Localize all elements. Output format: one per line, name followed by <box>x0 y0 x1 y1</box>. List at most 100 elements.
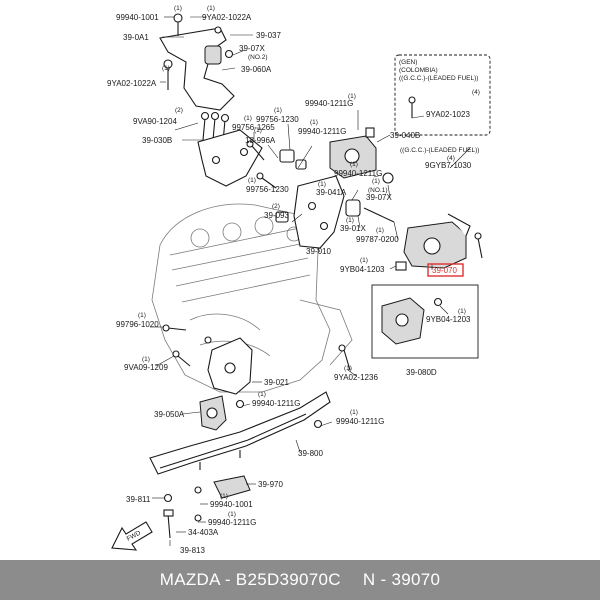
mount-39-970 <box>194 475 251 499</box>
quantity-label: (NO.1) <box>368 187 388 194</box>
label-39-800: 39-800 <box>298 449 323 458</box>
label-99756-1265: 99756-1265 <box>232 123 275 132</box>
quantity-label: (1) <box>318 181 326 188</box>
label-39-030b: 39-030B <box>142 136 172 145</box>
label-39-040b: 39-040B <box>390 131 420 140</box>
quantity-label: (1) <box>372 178 380 185</box>
region-note: (GEN) (COLOMBIA) ((G.C.C.)-(LEADED FUEL)… <box>399 59 478 82</box>
label-39-010: 39-010 <box>306 247 331 256</box>
label-99940-1211g-a: 99940-1211G <box>298 127 346 136</box>
engine-mount-39-021 <box>162 324 253 395</box>
label-9yb04-1203: 9YB04-1203 <box>340 265 385 274</box>
hardware-lower <box>163 493 202 539</box>
engine-mount-39-070 <box>395 213 483 271</box>
label-39-080d: 39-080D <box>406 368 437 377</box>
label-99787-0200: 99787-0200 <box>356 235 399 244</box>
quantity-label: (1) <box>138 312 146 319</box>
label-39-093: 39-093 <box>264 211 289 220</box>
quantity-label: (NO.2) <box>248 54 268 61</box>
quantity-label: (1) <box>274 107 282 114</box>
quantity-label: (1) <box>207 5 215 12</box>
label-99940-1211g-e: 99940-1211G <box>336 417 384 426</box>
label-18-996a: 18-996A <box>245 136 276 145</box>
label-99796-1020: 99796-1020 <box>116 320 159 329</box>
crossmember-39-800 <box>149 391 331 475</box>
label-9ya02-1022a: 9YA02-1022A <box>202 13 252 22</box>
quantity-label: (COLOMBIA) <box>399 67 438 74</box>
quantity-label: (1) <box>248 177 256 184</box>
quantity-label: (1) <box>346 217 354 224</box>
label-39-021: 39-021 <box>264 378 289 387</box>
label-39-970: 39-970 <box>258 480 283 489</box>
label-9yb04-1203-box: 9YB04-1203 <box>426 315 471 324</box>
quantity-label: (1) <box>228 511 236 518</box>
engine-mount-39-050a <box>199 395 245 431</box>
label-39-060a: 39-060A <box>241 65 272 74</box>
quantity-label: ((G.C.C.)-(LEADED FUEL)) <box>400 147 479 154</box>
footer-reference: N - 39070 <box>362 570 441 589</box>
label-99940-1211g-b: 99940-1211G <box>305 99 353 108</box>
bolt-9ya02-1236 <box>338 344 351 371</box>
label-99940-1001-bot: 99940-1001 <box>210 500 253 509</box>
leader-lines <box>150 16 471 546</box>
label-39-070: 39-070 <box>432 266 457 275</box>
label-99940-1001: 99940-1001 <box>116 13 159 22</box>
quantity-label: (1) <box>360 257 368 264</box>
inset-box-39-080d <box>371 284 479 359</box>
label-39-813: 39-813 <box>180 546 205 555</box>
label-9ya02-1022a-left: 9YA02-1022A <box>107 79 157 88</box>
label-39-01x: 39-01X <box>340 224 366 233</box>
label-9va09-1209: 9VA09-1209 <box>124 363 168 372</box>
quantity-label: (4) <box>447 155 455 162</box>
bushing-39-041a <box>345 172 395 223</box>
quantity-label: (1) <box>258 391 266 398</box>
bracket-39-010 <box>275 175 345 249</box>
label-39-041a: 39-041A <box>316 188 347 197</box>
quantity-label: (1) <box>348 93 356 100</box>
footer-part-number: MAZDA - B25D39070C <box>159 570 341 589</box>
label-39-07x-mid: 39-07X <box>366 193 392 202</box>
label-99940-1211g-f: 99940-1211G <box>208 518 256 527</box>
label-9va90-1204: 9VA90-1204 <box>133 117 177 126</box>
quantity-label: (2) <box>175 107 183 114</box>
label-39-811: 39-811 <box>126 495 151 504</box>
quantity-label: (GEN) <box>399 59 417 66</box>
quantity-label: (4) <box>472 89 480 96</box>
quantity-label: (1) <box>142 356 150 363</box>
label-9gyb7-1030: 9GYB7-1030 <box>425 161 472 170</box>
quantity-label: (1) <box>174 5 182 12</box>
quantity-label: (1) <box>220 493 228 500</box>
quantity-label: (1) <box>376 227 384 234</box>
label-9ya02-1236: 9YA02-1236 <box>334 373 378 382</box>
quantity-label: (1) <box>244 115 252 122</box>
callout-labels: 99940-1001 (1) 9YA02-1022A (1) 39-0A1 39… <box>107 5 480 555</box>
mount-39-080d <box>381 297 443 345</box>
label-9ya02-1023: 9YA02-1023 <box>426 110 470 119</box>
label-99756-1230-mid: 99756-1230 <box>246 185 289 194</box>
label-99940-1211g-d: 99940-1211G <box>252 399 300 408</box>
engine-mount-bracket-upper <box>159 13 235 111</box>
quantity-label: (1) <box>310 119 318 126</box>
quantity-label: (1) <box>162 65 170 72</box>
label-34-403a: 34-403A <box>188 528 219 537</box>
bracket-39-030b <box>197 129 263 187</box>
quantity-label: (1) <box>350 161 358 168</box>
label-39-037: 39-037 <box>256 31 281 40</box>
quantity-label: (1) <box>344 365 352 372</box>
region-note-box <box>394 54 491 136</box>
label-39-0a1: 39-0A1 <box>123 33 149 42</box>
quantity-label: ((G.C.C.)-(LEADED FUEL)) <box>399 75 478 82</box>
fwd-arrow-icon: FWD <box>111 521 153 551</box>
mount-39-040b <box>329 127 377 179</box>
engine-mount-diagram: FWD <box>107 5 491 555</box>
label-39-07x: 39-07X <box>239 44 265 53</box>
label-99756-1230: 99756-1230 <box>256 115 299 124</box>
label-99940-1211g-c: 99940-1211G <box>334 169 382 178</box>
footer-bar: MAZDA - B25D39070C N - 39070 <box>0 560 600 600</box>
highlight-box-39-070 <box>427 263 464 277</box>
quantity-label: (2) <box>272 203 280 210</box>
quantity-label: (1) <box>254 127 262 134</box>
label-39-050a: 39-050A <box>154 410 185 419</box>
bolts-center <box>246 140 307 189</box>
quantity-label: (1) <box>350 409 358 416</box>
